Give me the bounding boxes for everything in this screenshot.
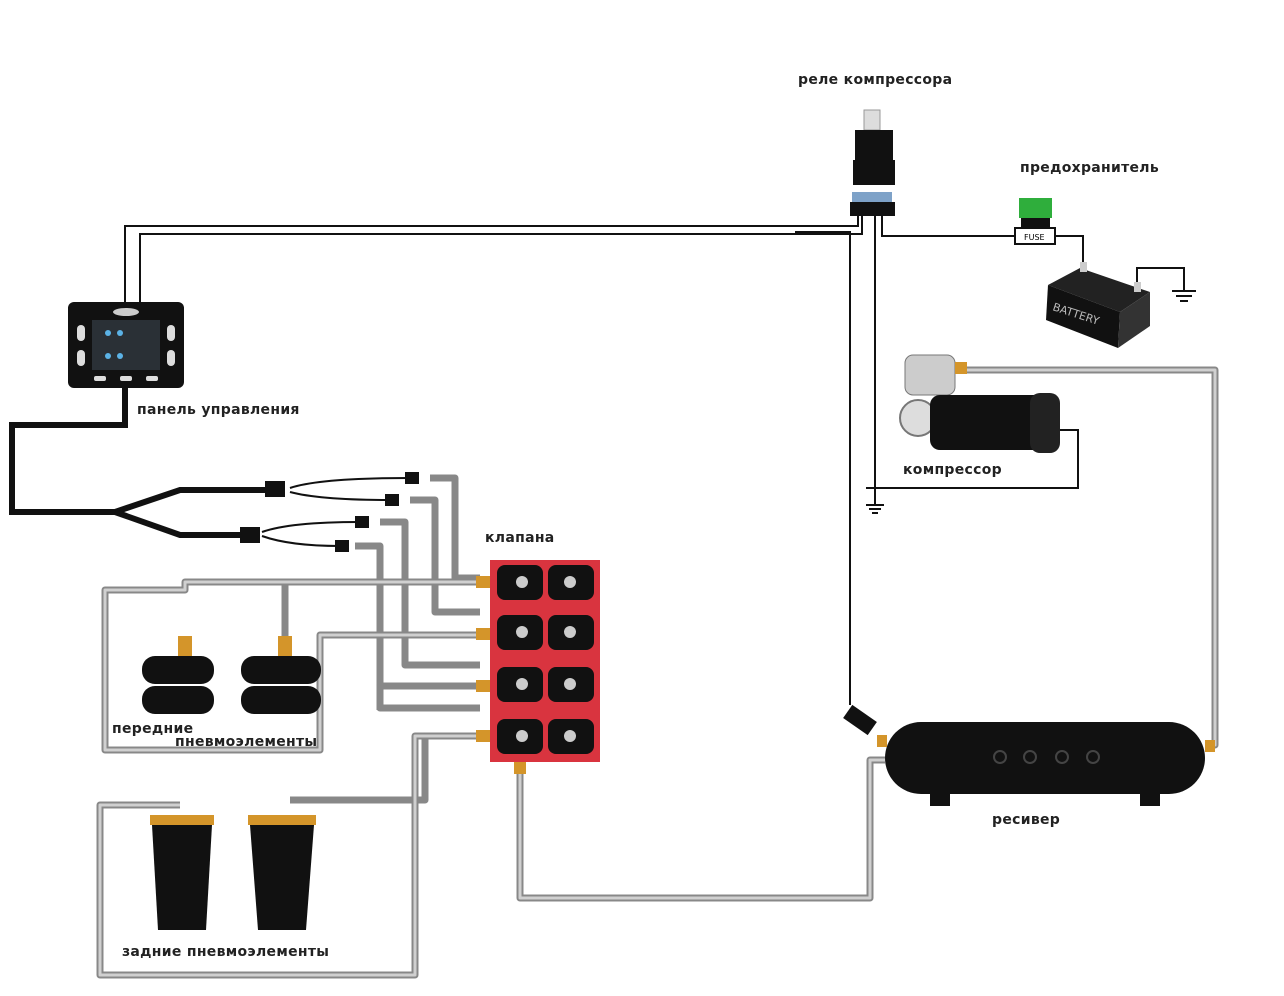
ground-symbol-battery <box>1172 290 1196 302</box>
relay <box>850 109 895 216</box>
valve-block <box>476 560 600 774</box>
control-panel <box>68 302 184 388</box>
fuse-label: предохранитель <box>1020 160 1160 176</box>
compressor <box>899 354 1060 453</box>
control-wires <box>124 210 1185 705</box>
front-label-line1: передние <box>112 721 194 737</box>
relay-label: реле компрессора <box>798 72 953 88</box>
battery <box>1046 262 1150 348</box>
front-label-line2: пневмоэлементы <box>175 734 318 750</box>
front-air-bags <box>142 636 321 714</box>
receiver-label: ресивер <box>992 812 1061 828</box>
fuse <box>1014 198 1056 245</box>
valves-label: клапана <box>485 530 555 546</box>
panel-label: панель управления <box>137 402 300 418</box>
receiver-tank <box>843 704 1215 806</box>
ground-symbol-compressor <box>866 488 884 514</box>
fuse-marking: FUSE <box>1024 233 1045 242</box>
rear-label: задние пневмоэлементы <box>122 944 330 960</box>
rear-air-bags <box>150 815 316 930</box>
valve-harness <box>9 388 419 552</box>
compressor-label: компрессор <box>903 462 1002 478</box>
